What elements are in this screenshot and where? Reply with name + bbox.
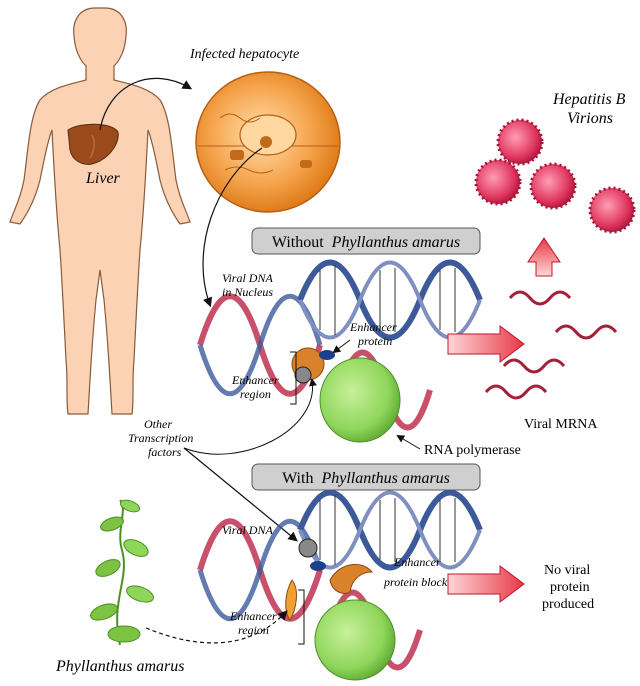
viral-dna-nucleus-line2: in Nucleus [222,285,273,299]
phyllanthus-plant [90,499,154,646]
other-tf-line3: factors [148,445,182,459]
up-arrow [527,237,561,277]
blocked-line1: Enhancer [393,555,441,569]
blocked-line2: protein blocked [383,575,460,589]
plant-to-blocker-dashed-arrow [145,610,288,644]
no-viral-line3: produced [542,597,594,612]
body-silhouette [9,7,191,415]
no-viral-line2: protein [550,580,590,595]
with-banner-prefix: With [282,470,313,487]
liver-label: Liver [85,170,121,187]
rna-polymerase-lower [314,599,396,681]
virion-particle [588,186,636,234]
viral-mrna-label: Viral MRNA [524,417,598,432]
herbal-compound-blocker [285,579,297,621]
transcription-factor-sphere-lower [298,538,318,558]
virion-particle [496,118,544,166]
without-banner-species: Phyllanthus amarus [331,234,460,251]
right-arrow-lower [447,565,525,603]
cell-to-dna-arrow [202,147,263,308]
rna-polymerase-label: RNA polymerase [424,443,521,458]
virion-particle [474,158,522,206]
svg-text:Without Phyllanthus amar: Without Phyllanthus amarus [272,234,460,251]
without-banner-prefix: Without [272,234,324,251]
enhancer-region2-line1: Enhancer [229,609,277,623]
without-banner: Without Phyllanthus amarus [251,227,481,255]
hepatitis-b-label-line2: Virions [567,110,613,127]
infected-hepatocyte-label: Infected hepatocyte [189,47,299,62]
blocked-enhancer-protein [329,564,374,594]
human-body-figure [9,7,191,415]
liver-to-cell-arrow [99,77,193,131]
svg-text:With Phyllanthus amarus: With Phyllanthus amarus [282,470,450,487]
enhancer-region-line1: Enhancer [231,373,279,387]
virion-particle [529,162,577,210]
hepatitis-b-label-line1: Hepatitis B [552,91,626,108]
with-banner-species: Phyllanthus amarus [320,470,449,487]
other-tf-line2: Transcription [128,431,193,445]
infected-hepatocyte-cell [195,71,341,213]
enhancer-binding-site [319,350,335,360]
with-banner: With Phyllanthus amarus [251,463,481,491]
no-viral-line1: No viral [544,563,590,578]
viral-dna-label: Viral DNA [222,523,273,537]
enhancer-binding-site-lower [310,561,326,571]
rna-polymerase-upper [319,357,401,443]
enhancer-protein-line2: protein [357,334,392,348]
enhancer-protein-line1: Enhancer [349,320,397,334]
viral-dna-nucleus-line1: Viral DNA [222,271,273,285]
enhancer-region2-line2: region [238,623,269,637]
plant-caption: Phyllanthus amarus [55,658,184,675]
enhancer-region-line2: region [240,387,271,401]
viral-mrna-strands [484,290,618,400]
other-tf-line1: Other [144,417,172,431]
right-arrow-upper [447,325,525,363]
liver-organ [67,123,119,165]
transcription-factor-sphere [294,366,312,384]
hepatitis-b-virions [474,118,636,234]
